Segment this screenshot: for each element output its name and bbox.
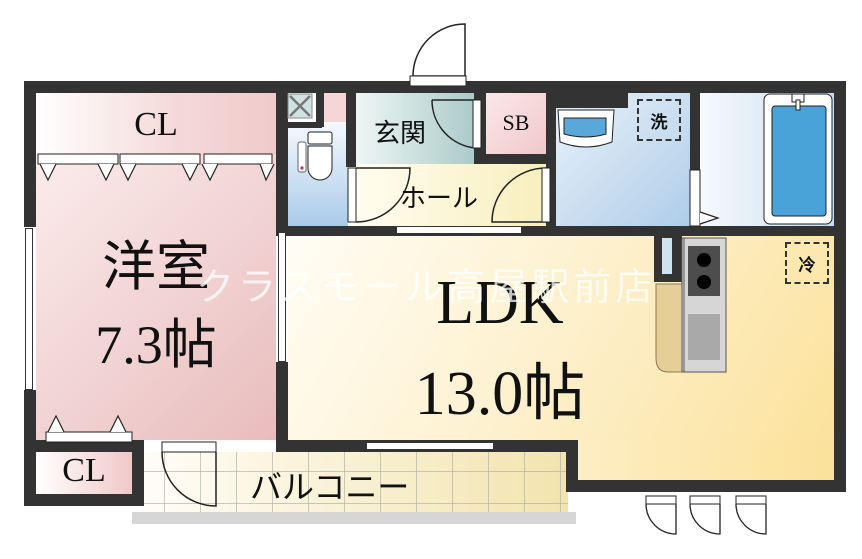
window-western-left	[25, 228, 33, 390]
closet-top-label: CL	[134, 106, 178, 143]
wall-closet-bottom-right	[132, 440, 144, 506]
door-hall-wash	[491, 167, 551, 223]
balcony-edge	[132, 512, 576, 524]
doors-storage-bottom	[645, 495, 767, 535]
fridge-space-label: 冷	[798, 255, 816, 276]
pink-niche	[322, 92, 348, 122]
wall-bottom-ldk	[566, 480, 846, 492]
watermark: クラスモール高屋駅前店	[196, 265, 658, 309]
wall-right-lower	[834, 226, 846, 492]
balcony-area	[142, 452, 568, 512]
ldk-label: LDK	[436, 269, 564, 337]
hall-label: ホール	[400, 184, 479, 213]
fridge-space: 冷	[785, 242, 829, 284]
closet-bottom-area	[36, 452, 132, 494]
wall-toilet-right	[346, 81, 356, 167]
closet-bottom-label: CL	[62, 452, 106, 489]
door-bath	[689, 169, 720, 227]
closet-bottom-doors	[45, 414, 133, 443]
window-hall	[396, 226, 522, 234]
western-room-label: 洋室	[102, 237, 210, 297]
washer-space: 洗	[637, 99, 681, 141]
washbasin-icon	[557, 109, 615, 148]
wall-western-right	[276, 81, 288, 231]
ldk-area	[288, 234, 834, 442]
wall-sb-bottom	[474, 154, 554, 164]
western-room-area	[36, 154, 276, 440]
wall-toilet-top	[286, 122, 322, 128]
wall-top	[24, 81, 842, 93]
wall-bath-left	[690, 81, 700, 171]
wall-toilet-divider	[316, 81, 324, 127]
wall-wash-left	[546, 81, 556, 231]
stove-icon	[683, 237, 727, 373]
wall-western-right-lower	[276, 362, 288, 452]
wall-balcony-right	[566, 440, 578, 492]
vent-icon	[287, 93, 313, 119]
ldk-size: 13.0帖	[414, 360, 586, 428]
window-western-right	[278, 232, 286, 362]
bathtub-icon	[763, 93, 833, 225]
wall-closet-bottom	[24, 440, 144, 452]
door-hall-left	[347, 167, 411, 223]
wall-left	[24, 81, 36, 227]
door-entrance-sb	[431, 99, 482, 149]
door-front	[409, 23, 467, 87]
wall-right	[834, 81, 846, 226]
kitchen-vent	[662, 238, 672, 274]
wall-wash-notch	[556, 92, 628, 108]
shoe-box-area	[486, 92, 546, 154]
window-ldk-balcony	[366, 442, 494, 450]
closet-top-doors	[37, 153, 275, 182]
entrance-label: 玄関	[374, 119, 427, 148]
entrance-area	[356, 92, 480, 164]
balcony-label: バルコニー	[250, 469, 410, 505]
shoe-box-label: SB	[502, 110, 530, 135]
door-balcony	[161, 441, 217, 507]
western-room-size: 7.3帖	[95, 315, 217, 375]
toilet-icon	[297, 131, 333, 181]
closet-top-area	[36, 92, 276, 154]
wall-closet-bottom-base	[24, 494, 144, 506]
washer-space-label: 洗	[650, 112, 668, 133]
wall-mid-horizontal	[276, 226, 846, 236]
